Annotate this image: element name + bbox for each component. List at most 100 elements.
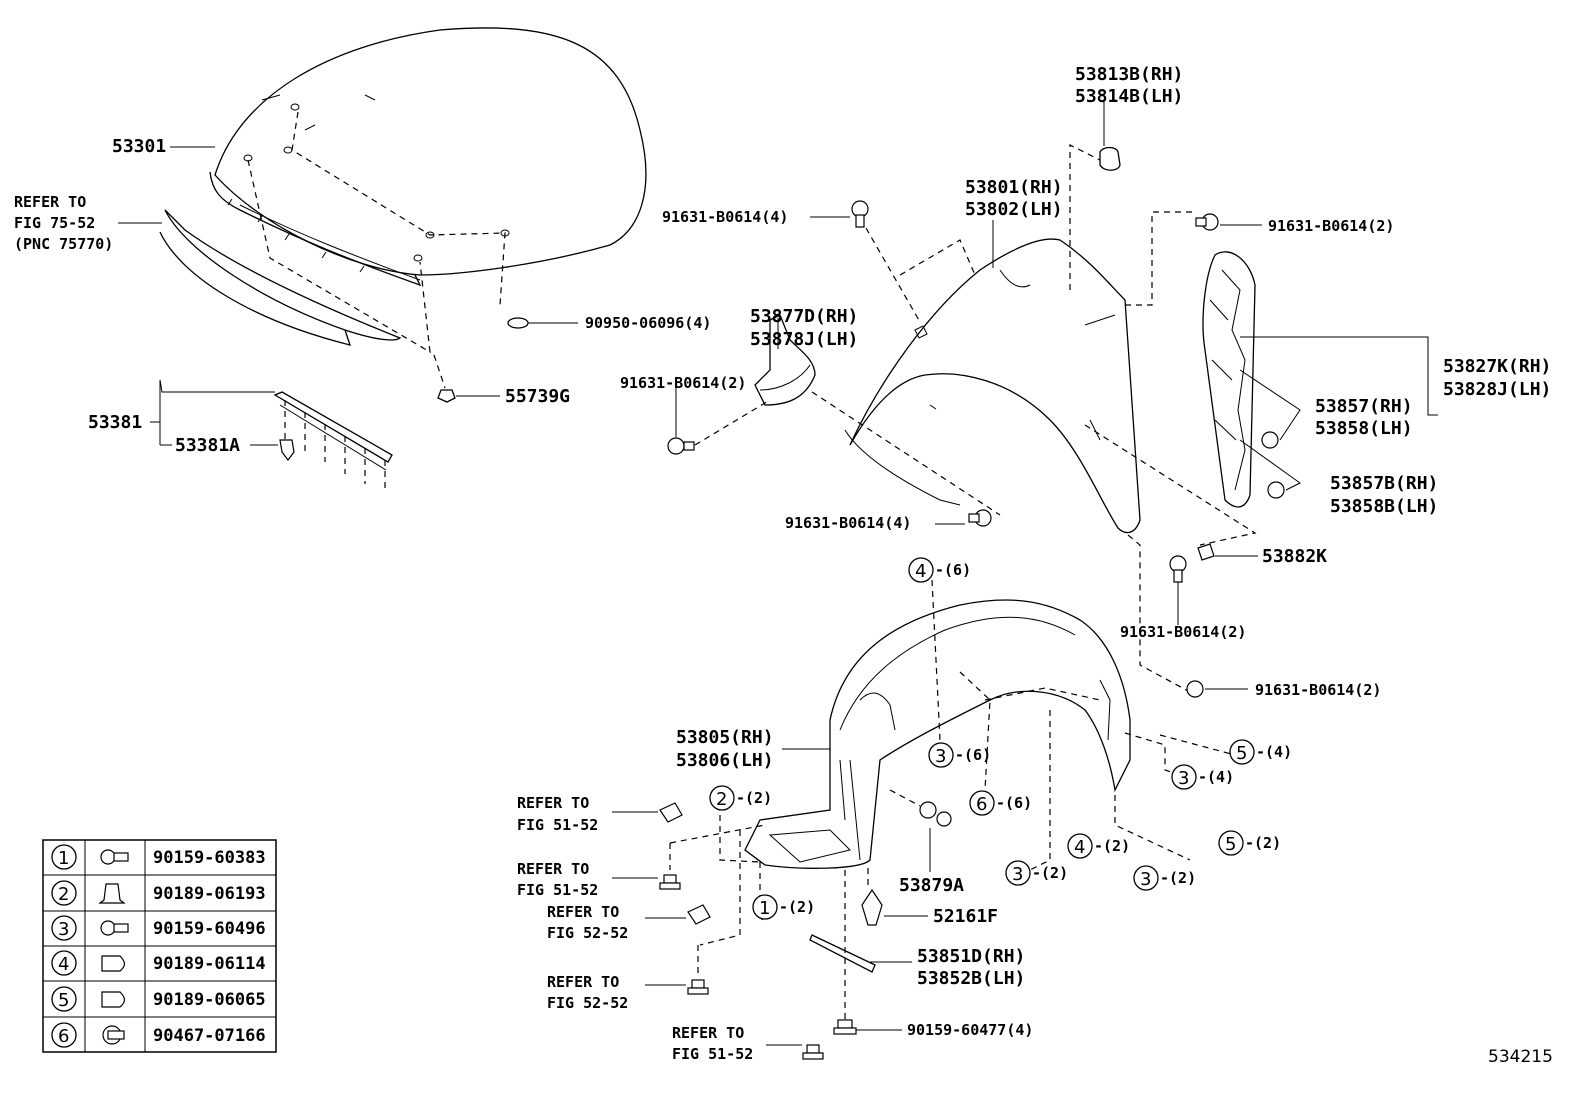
- hood-clip[interactable]: [433, 354, 456, 403]
- grommet-icon: [101, 955, 126, 972]
- refer-label-1b: FIG 51-52: [517, 816, 598, 834]
- label-seal-rh: 53851D(RH): [917, 946, 1025, 967]
- fender-clip[interactable]: [1099, 146, 1121, 171]
- label-cushion-rh: 53857(RH): [1315, 396, 1413, 417]
- hole-plug[interactable]: [507, 317, 529, 329]
- legend-row-2: 2 90189-06193: [51, 880, 266, 906]
- label-cushion-lh: 53858(LH): [1315, 418, 1413, 439]
- diagram-id: 534215: [1488, 1047, 1553, 1067]
- nut-icon: [102, 1025, 125, 1045]
- svg-text:1: 1: [58, 848, 69, 869]
- hood-panel[interactable]: [209, 27, 647, 354]
- hood-seal[interactable]: [273, 391, 393, 492]
- svg-text:-(6): -(6): [935, 561, 971, 579]
- svg-text:90159-60496: 90159-60496: [153, 919, 266, 939]
- label-cushion-b-rh: 53857B(RH): [1330, 473, 1438, 494]
- callout-6-6: 6 -(6): [969, 790, 1032, 816]
- label-bolt-lower: 91631-B0614(2): [1255, 681, 1381, 699]
- fender-bracket[interactable]: [754, 314, 816, 406]
- refer-label-3a: REFER TO: [547, 903, 619, 921]
- legend-row-1: 1 90159-60383: [51, 844, 266, 870]
- svg-text:2: 2: [716, 789, 727, 810]
- screw-bottom[interactable]: [833, 1019, 857, 1035]
- svg-text:4: 4: [915, 561, 926, 582]
- svg-text:-(2): -(2): [1160, 869, 1196, 887]
- bolt-mid[interactable]: [1169, 555, 1187, 583]
- svg-text:90189-06114: 90189-06114: [153, 954, 266, 974]
- bolt-fender-bottom[interactable]: [968, 509, 992, 527]
- refer-fig-75-line2: FIG 75-52: [14, 214, 95, 232]
- callout-3-2-right: 3 -(2): [1133, 865, 1196, 891]
- refer-label-2a: REFER TO: [517, 860, 589, 878]
- svg-text:90189-06193: 90189-06193: [153, 884, 266, 904]
- svg-text:5: 5: [1236, 743, 1247, 764]
- clip-ref-1[interactable]: [659, 802, 683, 823]
- svg-text:3: 3: [1140, 869, 1151, 890]
- screw-ref-2[interactable]: [659, 874, 681, 890]
- svg-text:5: 5: [58, 990, 69, 1011]
- svg-text:3: 3: [58, 919, 69, 940]
- label-bracket-lh: 53878J(LH): [750, 329, 858, 350]
- svg-text:-(4): -(4): [1198, 768, 1234, 786]
- grommet-icon: [101, 991, 126, 1008]
- legend-row-5: 5 90189-06065: [51, 986, 266, 1012]
- bolt-bracket[interactable]: [667, 437, 695, 455]
- cushion-upper[interactable]: [1261, 431, 1279, 449]
- svg-text:5: 5: [1225, 834, 1236, 855]
- nut-plate[interactable]: [1197, 543, 1215, 561]
- bolt-lower[interactable]: [1186, 680, 1204, 698]
- screw-grommet[interactable]: [919, 801, 952, 827]
- svg-text:90467-07166: 90467-07166: [153, 1026, 266, 1046]
- fender-side-panel[interactable]: [1202, 251, 1256, 508]
- svg-text:4: 4: [58, 954, 69, 975]
- seal-clip[interactable]: [279, 439, 295, 461]
- front-fender[interactable]: [844, 144, 1257, 693]
- refer-label-5a: REFER TO: [672, 1024, 744, 1042]
- liner-seal[interactable]: [809, 934, 876, 973]
- fender-liner[interactable]: [669, 579, 1236, 1020]
- callout-4-6: 4 -(6): [908, 557, 971, 583]
- callout-4-2: 4 -(2): [1067, 833, 1130, 859]
- svg-text:-(2): -(2): [1032, 864, 1068, 882]
- label-bolt-top: 91631-B0614(4): [662, 208, 788, 226]
- bolt-top[interactable]: [851, 200, 869, 228]
- label-hood: 53301: [112, 136, 166, 157]
- svg-text:-(6): -(6): [996, 794, 1032, 812]
- svg-text:-(2): -(2): [1245, 834, 1281, 852]
- screw-icon: [100, 920, 129, 936]
- label-hood-clip: 55739G: [505, 386, 570, 407]
- label-seal-lh: 53852B(LH): [917, 968, 1025, 989]
- label-clip-52161f: 52161F: [933, 906, 998, 927]
- svg-text:1: 1: [759, 898, 770, 919]
- svg-text:-(6): -(6): [955, 746, 991, 764]
- screw-ref-5[interactable]: [802, 1044, 824, 1060]
- clip-52161f[interactable]: [861, 888, 883, 926]
- bolt-panel-top[interactable]: [1195, 213, 1219, 231]
- legend-row-6: 6 90467-07166: [51, 1022, 266, 1048]
- refer-fig-75-line3: (PNC 75770): [14, 235, 113, 253]
- label-panel-lh: 53828J(LH): [1443, 379, 1551, 400]
- label-seal-sub: 53381A: [175, 435, 240, 456]
- screw-ref-4[interactable]: [687, 979, 709, 995]
- svg-text:6: 6: [976, 794, 987, 815]
- callout-3-2-left: 3 -(2): [1005, 860, 1068, 886]
- callout-2-2: 2 -(2): [709, 785, 772, 811]
- label-bolt-bracket: 91631-B0614(2): [620, 374, 746, 392]
- hood-garnish[interactable]: [159, 209, 402, 346]
- svg-text:2: 2: [58, 884, 69, 905]
- clip-icon: [98, 883, 126, 904]
- callout-3-6: 3 -(6): [928, 742, 991, 768]
- svg-text:3: 3: [1012, 864, 1023, 885]
- svg-text:90189-06065: 90189-06065: [153, 990, 266, 1010]
- svg-text:4: 4: [1074, 837, 1085, 858]
- callout-3-4: 3 -(4): [1171, 764, 1234, 790]
- refer-label-2b: FIG 51-52: [517, 881, 598, 899]
- callout-5-4: 5 -(4): [1229, 739, 1292, 765]
- label-bolt-panel-top: 91631-B0614(2): [1268, 217, 1394, 235]
- label-clip-rh: 53813B(RH): [1075, 64, 1183, 85]
- cushion-lower[interactable]: [1267, 481, 1285, 499]
- label-screw-grommet: 53879A: [899, 875, 964, 896]
- clip-ref-3[interactable]: [687, 904, 711, 925]
- label-cushion-b-lh: 53858B(LH): [1330, 496, 1438, 517]
